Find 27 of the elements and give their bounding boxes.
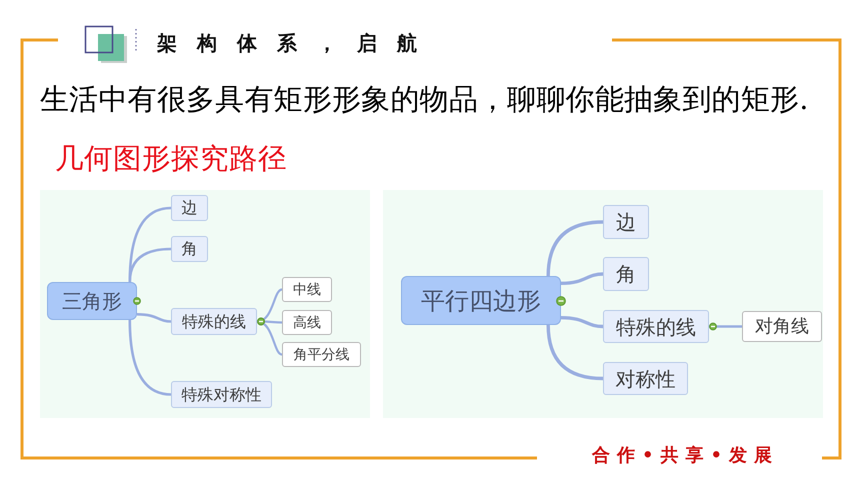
- subtopic-box: 角平分线: [282, 342, 361, 367]
- central-topic-box: 平行四边形: [401, 276, 561, 325]
- connector-line: [560, 272, 604, 286]
- connector-line: [136, 313, 172, 323]
- connector-line: [128, 248, 172, 282]
- topic-box: 边: [603, 205, 649, 239]
- topic-box: 对称性: [603, 362, 688, 395]
- prompt-text: 生活中有很多具有矩形形象的物品，聊聊你能抽象到的矩形.: [40, 85, 809, 114]
- connector-line: [546, 220, 604, 276]
- footer-slogan: 合作•共享•发展: [592, 447, 780, 465]
- central-topic-box: 三角形: [47, 282, 137, 320]
- connector-line: [560, 316, 604, 328]
- section-heading: 几何图形探究路径: [55, 145, 287, 174]
- connector-line: [256, 317, 282, 356]
- subtopic-box: 中线: [282, 277, 332, 302]
- connector-line: [708, 322, 742, 331]
- subtopic-box: 对角线: [742, 311, 822, 342]
- subtopic-box: 高线: [282, 310, 332, 335]
- topic-box: 边: [171, 195, 208, 221]
- topic-box: 角: [603, 257, 649, 291]
- slide-title: 架构体系，启航: [157, 33, 437, 53]
- topic-box: 特殊的线: [171, 308, 257, 335]
- topic-box: 特殊的线: [603, 310, 709, 343]
- topic-box: 角: [171, 236, 208, 262]
- topic-box: 特殊对称性: [171, 381, 272, 408]
- connector-line: [546, 324, 604, 380]
- connector-line: [128, 320, 172, 396]
